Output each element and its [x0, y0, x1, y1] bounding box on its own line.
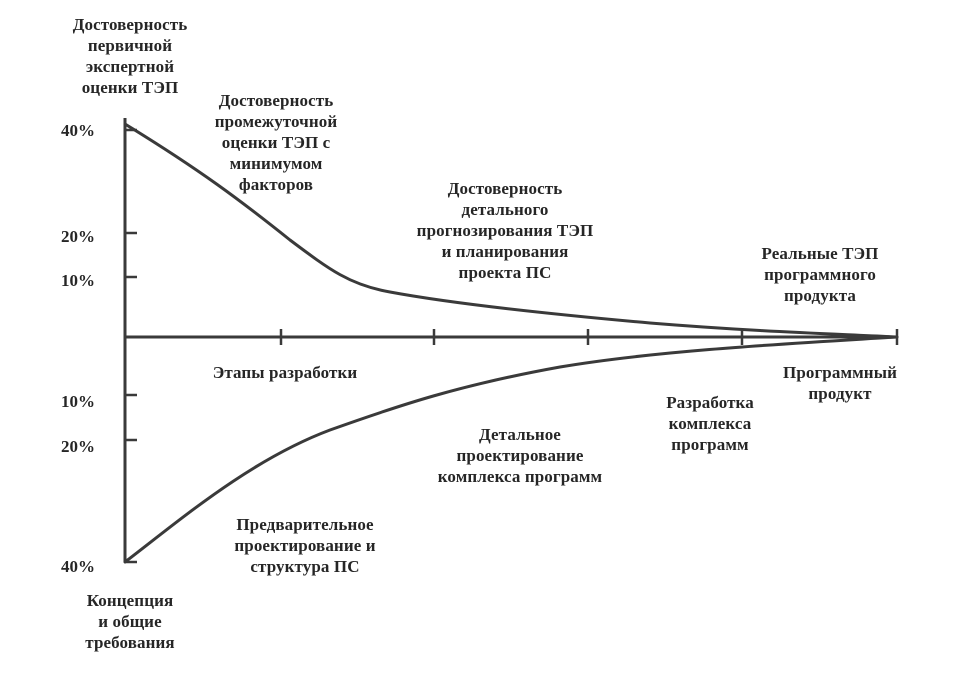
label-detailed-forecast: Достоверность детального прогнозирования… [416, 179, 594, 282]
label-real-tep: Реальные ТЭП программного продукта [761, 244, 879, 305]
y-tick-label-lower-10: 10% [61, 392, 95, 411]
upper-accuracy-curve [123, 122, 899, 339]
label-preliminary-design: Предварительное проектирование и структу… [234, 515, 376, 576]
label-program-product: Программный продукт [783, 363, 897, 403]
label-development-stages: Этапы разработки [212, 363, 358, 382]
y-tick-label-upper-10: 10% [61, 271, 95, 290]
label-initial-expert-estimate: Достоверность первичной экспертной оценк… [72, 15, 188, 97]
y-tick-label-lower-40: 40% [61, 557, 95, 576]
label-detailed-design: Детальное проектирование комплекса прогр… [437, 425, 603, 486]
label-program-complex-development: Разработка комплекса программ [666, 393, 754, 454]
y-tick-label-upper-20: 20% [61, 227, 95, 246]
lower-accuracy-curve [123, 335, 899, 564]
y-tick-label-upper-40: 40% [61, 121, 95, 140]
label-intermediate-estimate: Достоверность промежуточной оценки ТЭП с… [214, 91, 338, 194]
label-concept-requirements: Концепция и общие требования [85, 591, 175, 652]
y-tick-label-lower-20: 20% [61, 437, 95, 456]
